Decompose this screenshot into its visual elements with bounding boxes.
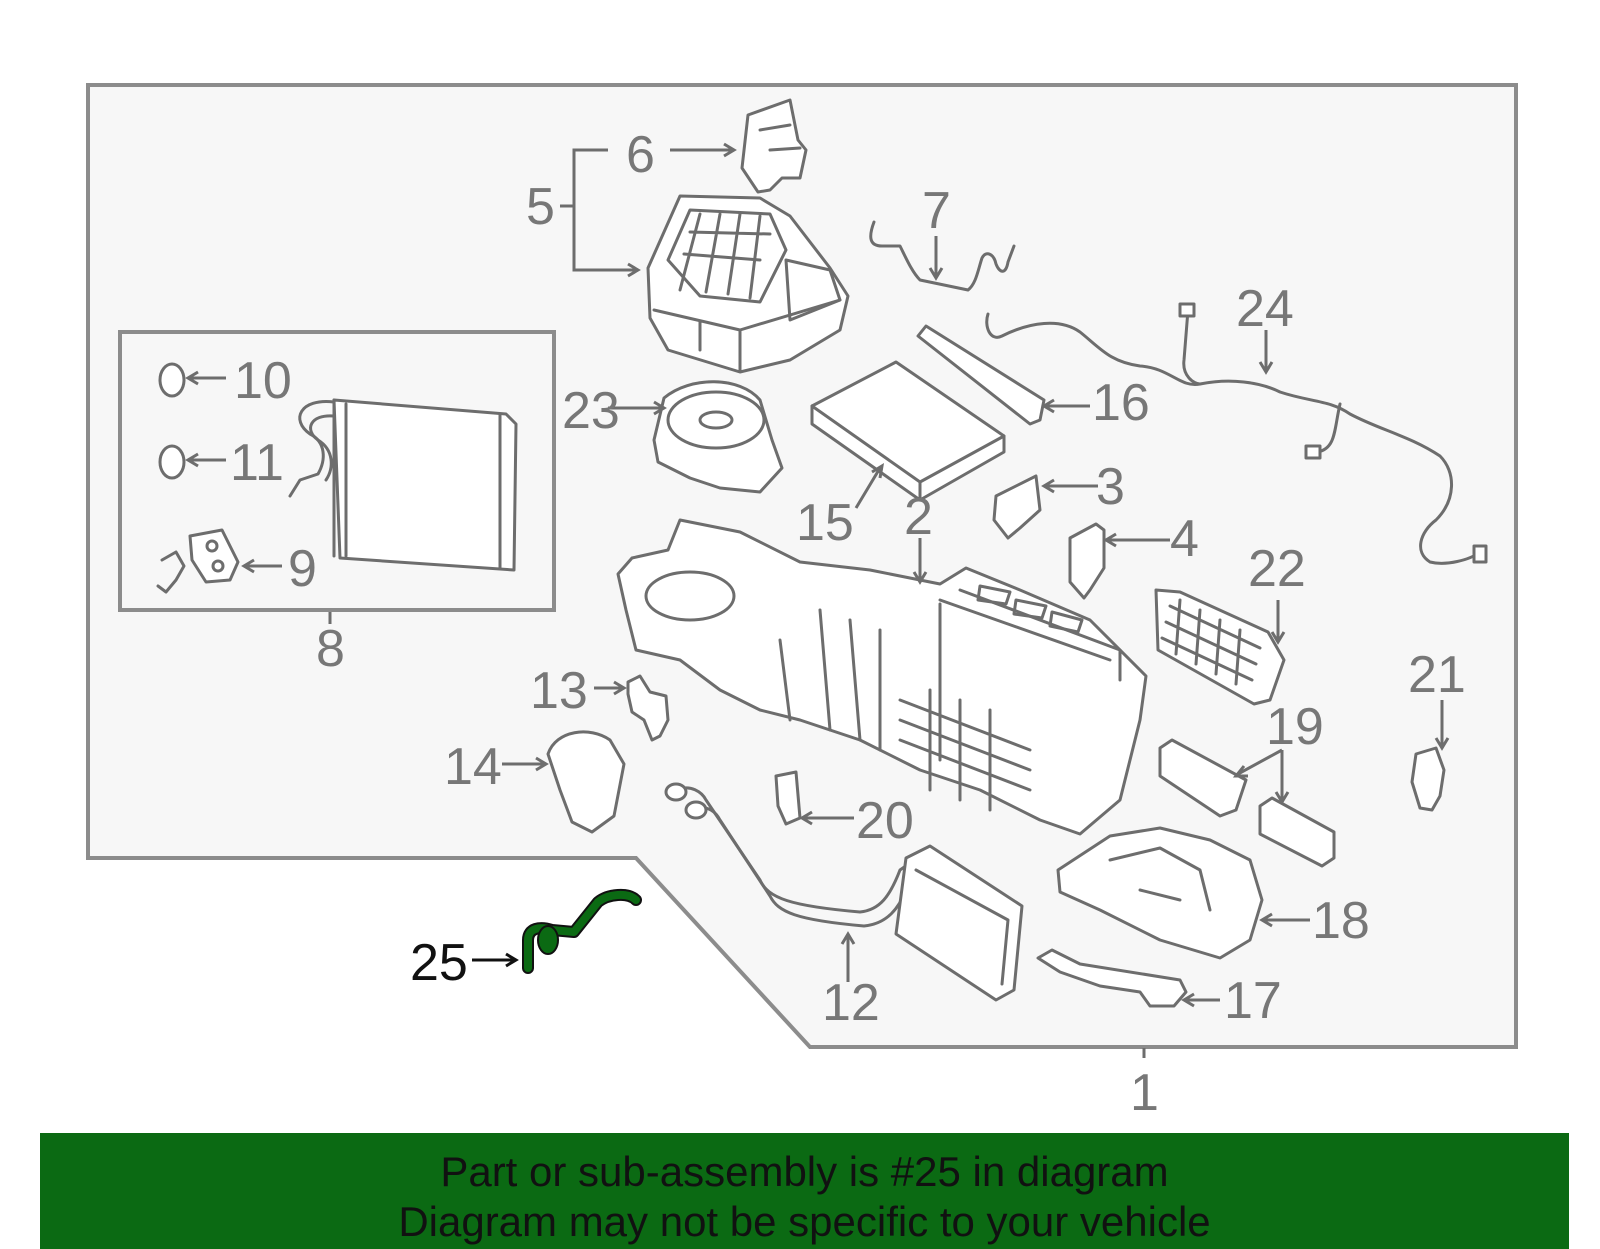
leader-lines bbox=[185, 142, 1450, 1058]
part-2-hvac-case[interactable] bbox=[616, 518, 1148, 836]
callout-18: 18 bbox=[1312, 892, 1370, 950]
part-23-blower-motor[interactable] bbox=[652, 380, 784, 494]
callout-19: 19 bbox=[1266, 698, 1324, 756]
part-10-seal[interactable] bbox=[158, 362, 186, 398]
callout-10: 10 bbox=[234, 352, 292, 410]
callout-22: 22 bbox=[1248, 540, 1306, 598]
part-12-heater-core[interactable] bbox=[664, 782, 1024, 1002]
part-22-grille[interactable] bbox=[1154, 588, 1286, 706]
callout-14: 14 bbox=[444, 738, 502, 796]
part-16-filter-door[interactable] bbox=[916, 324, 1046, 426]
callout-24: 24 bbox=[1236, 280, 1294, 338]
part-5-blower-housing[interactable] bbox=[646, 194, 850, 374]
part-13-bracket[interactable] bbox=[626, 674, 670, 742]
part-21-sensor[interactable] bbox=[1410, 746, 1446, 812]
part-20-actuator[interactable] bbox=[774, 770, 802, 826]
part-3-sensor[interactable] bbox=[992, 474, 1042, 540]
callout-11: 11 bbox=[230, 434, 284, 492]
callout-21: 21 bbox=[1408, 646, 1466, 704]
callout-16: 16 bbox=[1092, 374, 1150, 432]
callout-4: 4 bbox=[1170, 510, 1199, 568]
part-24-wiring-harness[interactable] bbox=[985, 302, 1488, 565]
part-17-bracket[interactable] bbox=[1036, 948, 1188, 1008]
callout-23: 23 bbox=[562, 382, 620, 440]
part-4-actuator[interactable] bbox=[1068, 522, 1106, 600]
part-18-lower-case[interactable] bbox=[1056, 826, 1264, 960]
part-9-expansion-valve[interactable] bbox=[156, 528, 240, 594]
callout-17: 17 bbox=[1224, 972, 1282, 1030]
banner-line-1: Part or sub-assembly is #25 in diagram bbox=[440, 1148, 1169, 1195]
callout-3: 3 bbox=[1096, 458, 1125, 516]
callout-15: 15 bbox=[796, 494, 854, 552]
part-14-cover[interactable] bbox=[546, 730, 626, 834]
part-7-wire[interactable] bbox=[869, 220, 1016, 292]
callout-7: 7 bbox=[922, 182, 951, 240]
part-25-hose[interactable] bbox=[522, 889, 642, 974]
callout-13: 13 bbox=[530, 662, 588, 720]
part-6-blower-cover[interactable] bbox=[740, 98, 808, 194]
banner-line-2: Diagram may not be specific to your vehi… bbox=[398, 1198, 1211, 1245]
callout-8: 8 bbox=[316, 620, 345, 678]
info-banner: Part or sub-assembly is #25 in diagram D… bbox=[40, 1133, 1569, 1249]
callout-6: 6 bbox=[626, 126, 655, 184]
callout-1: 1 bbox=[1130, 1064, 1159, 1122]
part-15-cabin-filter[interactable] bbox=[810, 360, 1006, 502]
evaporator-core[interactable] bbox=[288, 398, 518, 572]
callout-25-highlighted: 25 bbox=[410, 934, 468, 992]
callout-2: 2 bbox=[904, 488, 933, 546]
callout-9: 9 bbox=[288, 540, 317, 598]
callout-20: 20 bbox=[856, 792, 914, 850]
callout-12: 12 bbox=[822, 974, 880, 1032]
part-11-seal[interactable] bbox=[158, 444, 186, 480]
part-19-ducts[interactable] bbox=[1158, 738, 1336, 868]
callout-5: 5 bbox=[526, 178, 555, 236]
